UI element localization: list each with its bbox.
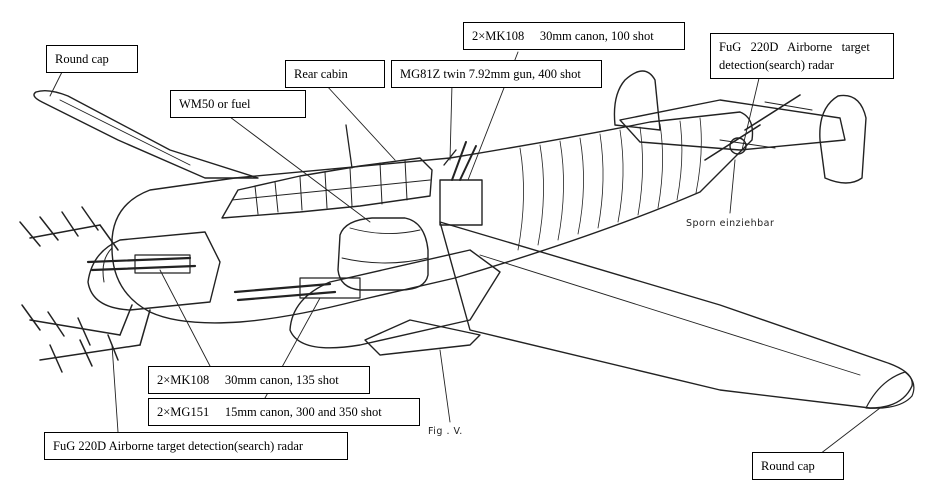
right-wing <box>439 221 913 409</box>
tail-wheel <box>729 137 747 155</box>
left-wing <box>33 89 259 179</box>
callout-fug-right: FuG 220D Airborne target detection(searc… <box>710 33 894 79</box>
callout-mg81z: MG81Z twin 7.92mm gun, 400 shot <box>391 60 602 88</box>
left-wing-panel-line <box>59 99 191 166</box>
leader-round-cap-left <box>49 71 63 97</box>
right-fin <box>819 94 867 184</box>
nose <box>102 247 113 283</box>
wm50-tank <box>337 217 429 291</box>
canopy-frames <box>231 159 431 215</box>
right-wingtip-cap <box>865 371 915 409</box>
leader-rear-cabin <box>325 84 396 161</box>
leader-wm50 <box>229 116 371 223</box>
leader-fig <box>439 349 451 423</box>
callout-rear-cabin: Rear cabin <box>285 60 385 88</box>
nose-gun-block <box>134 254 191 274</box>
callout-mk108-top: 2×MK108 30mm canon, 100 shot <box>463 22 685 50</box>
tail-radar-antenna <box>704 94 813 161</box>
mg151-block <box>299 277 361 299</box>
leader-fug-right <box>741 73 761 151</box>
leader-fug-left <box>111 344 119 433</box>
label-fig: Fig . V. <box>428 426 463 437</box>
leader-mg81z <box>449 83 453 161</box>
leader-lines <box>49 51 881 455</box>
callout-fug-left: FuG 220D Airborne target detection(searc… <box>44 432 348 460</box>
left-nacelle <box>87 231 221 311</box>
leader-mk108-bottom <box>159 269 211 367</box>
nose-guns <box>86 256 337 302</box>
callout-mg151: 2×MG151 15mm canon, 300 and 350 shot <box>148 398 420 426</box>
nose-radar-antenna <box>19 206 151 373</box>
callout-round-cap-right: Round cap <box>752 452 844 480</box>
tailplane <box>619 99 846 151</box>
leader-round-cap-right <box>819 407 881 455</box>
fuselage-frames <box>517 117 702 251</box>
ventral-pod <box>364 319 481 356</box>
right-wing-panel-line <box>479 254 861 376</box>
leader-sporn <box>729 159 736 214</box>
callout-round-cap-left: Round cap <box>46 45 138 73</box>
callout-mk108-bottom: 2×MK108 30mm canon, 135 shot <box>148 366 370 394</box>
canopy <box>221 157 433 219</box>
antenna-mast <box>345 124 353 169</box>
label-sporn: Sporn einziehbar <box>686 218 775 229</box>
fuselage <box>111 111 754 324</box>
left-fin <box>613 70 661 131</box>
right-nacelle <box>289 249 501 349</box>
callout-wm50: WM50 or fuel <box>170 90 306 118</box>
